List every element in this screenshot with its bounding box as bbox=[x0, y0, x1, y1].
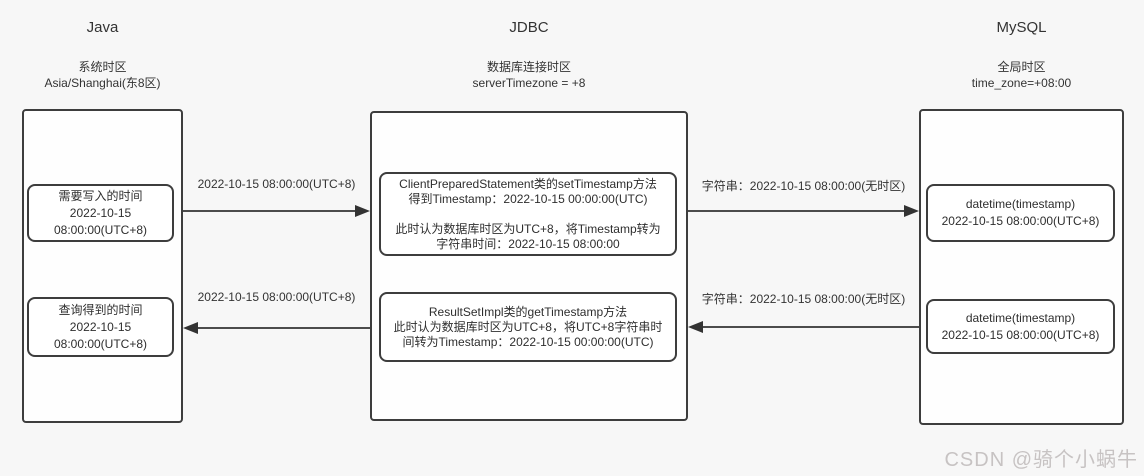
jdbc-set-timestamp-line: 字符串时间：2022-10-15 08:00:00 bbox=[436, 236, 620, 251]
java-read-time-box: 查询得到的时间 2022-10-15 08:00:00(UTC+8) bbox=[27, 297, 174, 357]
jdbc-to-mysql-arrow-label: 字符串：2022-10-15 08:00:00(无时区) bbox=[701, 179, 906, 193]
jdbc-set-timestamp-line bbox=[381, 207, 675, 222]
jdbc-column-title: JDBC bbox=[509, 19, 549, 36]
java-timezone-label: 系统时区 bbox=[78, 60, 127, 74]
mysql-container-box bbox=[919, 109, 1124, 425]
mysql-read-datetime-box: datetime(timestamp) 2022-10-15 08:00:00(… bbox=[926, 299, 1115, 354]
mysql-write-datetime-box: datetime(timestamp) 2022-10-15 08:00:00(… bbox=[926, 184, 1115, 242]
jdbc-set-timestamp-line: ClientPreparedStatement类的setTimestamp方法 bbox=[399, 176, 657, 191]
jdbc-set-timestamp-box: ClientPreparedStatement类的setTimestamp方法 … bbox=[379, 172, 677, 256]
jdbc-get-timestamp-line: 间转为Timestamp：2022-10-15 00:00:00(UTC) bbox=[402, 334, 654, 349]
jdbc-get-timestamp-box: ResultSetImpl类的getTimestamp方法 此时认为数据库时区为… bbox=[379, 292, 677, 362]
java-write-time-line: 2022-10-15 bbox=[69, 205, 132, 220]
java-container-box bbox=[22, 109, 183, 423]
jdbc-get-timestamp-line: ResultSetImpl类的getTimestamp方法 bbox=[428, 304, 628, 319]
mysql-timezone-value: time_zone=+08:00 bbox=[971, 76, 1072, 90]
arrow-right-icon bbox=[183, 205, 370, 217]
java-write-time-line: 需要写入的时间 bbox=[58, 188, 143, 203]
mysql-timezone-label: 全局时区 bbox=[997, 60, 1046, 74]
java-write-time-box: 需要写入的时间 2022-10-15 08:00:00(UTC+8) bbox=[27, 184, 174, 242]
jdbc-timezone-label: 数据库连接时区 bbox=[486, 60, 571, 74]
java-write-time-line: 08:00:00(UTC+8) bbox=[53, 222, 148, 237]
mysql-timezone-subtitle: 全局时区 time_zone=+08:00 bbox=[919, 59, 1124, 91]
mysql-read-datetime-line: datetime(timestamp) bbox=[965, 310, 1076, 325]
jdbc-set-timestamp-line: 此时认为数据库时区为UTC+8，将Timestamp转为 bbox=[395, 221, 661, 236]
mysql-write-datetime-line: datetime(timestamp) bbox=[965, 197, 1076, 211]
jdbc-timezone-value: serverTimezone = +8 bbox=[472, 76, 586, 90]
arrow-right-icon bbox=[688, 205, 919, 217]
jdbc-get-timestamp-line: 此时认为数据库时区为UTC+8，将UTC+8字符串时 bbox=[393, 319, 663, 334]
mysql-to-jdbc-arrow-label: 字符串：2022-10-15 08:00:00(无时区) bbox=[701, 292, 906, 306]
java-read-time-line: 查询得到的时间 bbox=[58, 302, 143, 317]
java-to-jdbc-arrow-label: 2022-10-15 08:00:00(UTC+8) bbox=[197, 177, 356, 191]
mysql-column-title: MySQL bbox=[996, 19, 1047, 36]
jdbc-to-java-arrow-label: 2022-10-15 08:00:00(UTC+8) bbox=[197, 290, 356, 304]
arrow-left-icon bbox=[183, 322, 370, 334]
arrow-left-icon bbox=[688, 321, 919, 333]
java-read-time-line: 2022-10-15 bbox=[69, 319, 132, 334]
mysql-write-datetime-line: 2022-10-15 08:00:00(UTC+8) bbox=[941, 214, 1100, 228]
jdbc-container-box bbox=[370, 111, 688, 421]
jdbc-timezone-subtitle: 数据库连接时区 serverTimezone = +8 bbox=[370, 59, 688, 91]
java-timezone-subtitle: 系统时区 Asia/Shanghai(东8区) bbox=[22, 59, 183, 91]
java-read-time-line: 08:00:00(UTC+8) bbox=[53, 336, 148, 351]
mysql-read-datetime-line: 2022-10-15 08:00:00(UTC+8) bbox=[941, 327, 1100, 342]
java-column-title: Java bbox=[86, 19, 119, 36]
java-timezone-value: Asia/Shanghai(东8区) bbox=[44, 76, 161, 90]
csdn-watermark: CSDN @骑个小蜗牛 bbox=[944, 449, 1138, 471]
jdbc-set-timestamp-line: 得到Timestamp：2022-10-15 00:00:00(UTC) bbox=[408, 191, 648, 206]
